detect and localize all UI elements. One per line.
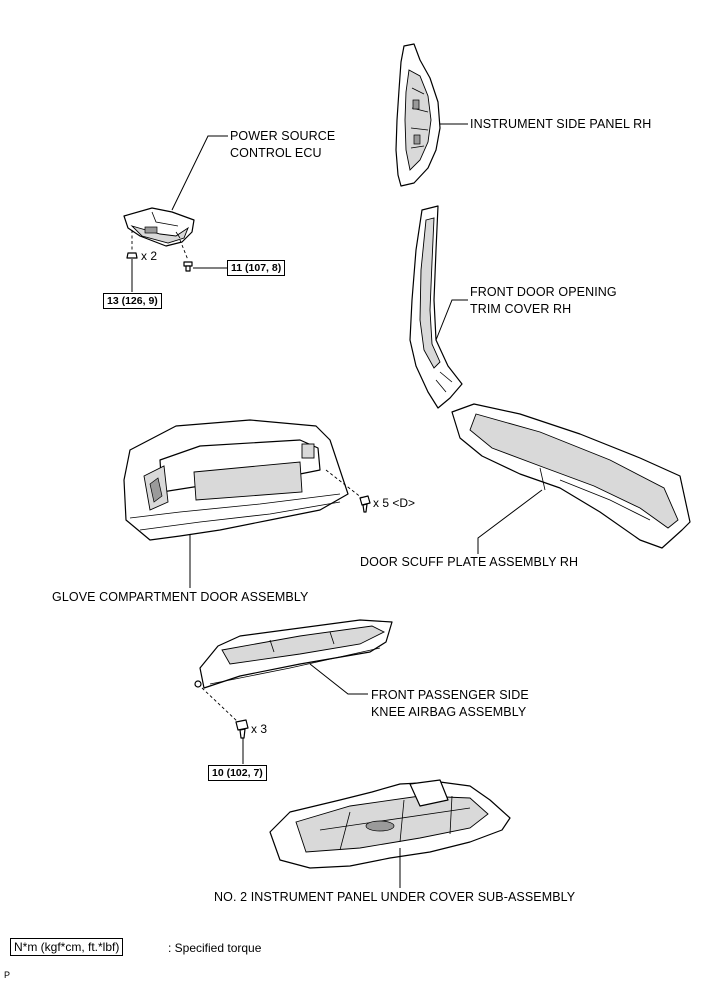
qty-ecu-nut: x 2 <box>141 249 158 263</box>
label-instrument-side-panel: INSTRUMENT SIDE PANEL RH <box>470 117 652 131</box>
glove-screw-path <box>325 469 363 499</box>
no2-instrument-panel-under-cover-sub-assembly <box>269 779 511 869</box>
ecu-bolt-path <box>179 239 189 261</box>
ecu-nut-icon <box>126 252 138 259</box>
front-passenger-side-knee-airbag-assembly <box>194 619 393 689</box>
label-power-source-line2: CONTROL ECU <box>230 146 322 160</box>
glove-compartment-door-assembly <box>123 419 349 541</box>
leader-power-source-ecu <box>171 135 228 211</box>
torque-ecu-nut: 13 (126, 9) <box>103 293 162 309</box>
airbag-bolt-path <box>201 687 239 723</box>
label-glove-compartment: GLOVE COMPARTMENT DOOR ASSEMBLY <box>52 590 309 604</box>
torque-airbag-bolt: 10 (102, 7) <box>208 765 267 781</box>
label-power-source-line1: POWER SOURCE <box>230 129 336 143</box>
glove-screw-icon <box>359 495 371 513</box>
leader-knee-airbag <box>309 663 368 695</box>
torque-ecu-bolt: 11 (107, 8) <box>227 260 286 276</box>
label-door-scuff-plate: DOOR SCUFF PLATE ASSEMBLY RH <box>360 555 579 569</box>
label-front-door-trim-line2: TRIM COVER RH <box>470 302 572 316</box>
door-scuff-plate-assembly-rh <box>451 403 691 549</box>
qty-airbag-bolt: x 3 <box>251 722 268 736</box>
ecu-bolt-icon <box>183 261 193 272</box>
label-front-door-trim-line1: FRONT DOOR OPENING <box>470 285 617 299</box>
label-knee-airbag-line1: FRONT PASSENGER SIDE <box>371 688 529 702</box>
label-knee-airbag-line2: KNEE AIRBAG ASSEMBLY <box>371 705 527 719</box>
leader-front-door-trim <box>435 299 468 341</box>
airbag-bolt-icon <box>235 719 249 739</box>
figure-code: P <box>4 970 11 980</box>
legend-unit-box: N*m (kgf*cm, ft.*lbf) <box>10 938 124 956</box>
qty-glove-screw: x 5 <D> <box>373 496 416 510</box>
leader-door-scuff-plate <box>477 489 543 554</box>
power-source-control-ecu <box>123 207 195 247</box>
instrument-side-panel-rh <box>395 43 441 187</box>
front-door-opening-trim-cover-rh <box>409 205 463 409</box>
label-under-cover: NO. 2 INSTRUMENT PANEL UNDER COVER SUB-A… <box>214 890 576 904</box>
legend-description: : Specified torque <box>168 941 262 955</box>
